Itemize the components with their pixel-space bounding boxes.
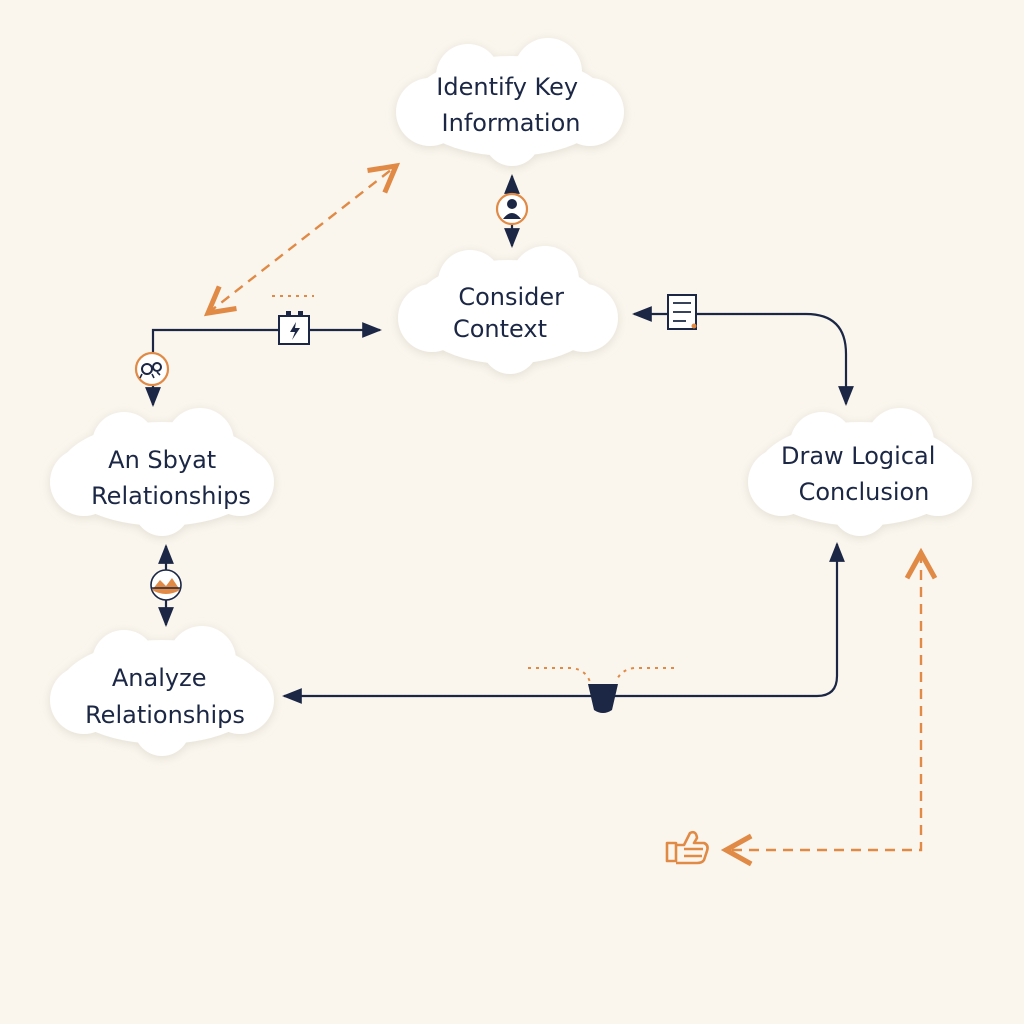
funnel-icon [588, 684, 618, 713]
document-icon [667, 294, 697, 330]
dotted-accent-funnel-right [615, 667, 674, 683]
thumbs-up-icon [665, 830, 709, 865]
node-label: Analyze [112, 664, 207, 692]
person-icon [495, 192, 529, 226]
node-draw-logical-conclusion: Draw Logical Conclusion [748, 408, 972, 536]
connector-consider-conclusion [632, 306, 854, 406]
gears-icon [134, 351, 170, 387]
node-label: Identify Key [436, 73, 578, 101]
node-label: Context [453, 315, 547, 343]
node-analyze-relationships: Analyze Relationships [50, 626, 274, 756]
svg-text:Draw Logical Conclusion: Draw Logical Conclusion [781, 442, 943, 506]
node-label: An Sbyat [108, 446, 216, 474]
node-label: Conclusion [799, 478, 930, 506]
connector-conclusion-analyze [282, 542, 845, 704]
node-identify-key-information: Identify Key Information [396, 38, 624, 166]
connector-sbyat-consider [145, 322, 382, 407]
svg-text:An Sbyat Relationships: An Sbyat Relationships [91, 446, 251, 510]
battery-bolt-icon [278, 311, 310, 345]
node-label: Consider [458, 283, 564, 311]
node-an-sbyat-relationships: An Sbyat Relationships [50, 408, 274, 536]
node-consider-context: Consider Context [398, 246, 618, 374]
node-label: Information [442, 109, 581, 137]
connector-dashed-diagonal [203, 162, 401, 317]
landscape-icon [150, 569, 182, 601]
svg-text:Consider Context: Consider Context [453, 283, 572, 343]
node-label: Relationships [91, 482, 251, 510]
node-label: Relationships [85, 701, 245, 729]
node-label: Draw Logical [781, 442, 935, 470]
connector-dashed-feedback [720, 547, 938, 867]
svg-text:Identify Key Information: Identify Key Information [436, 73, 585, 137]
svg-text:Analyze Relationships: Analyze Relationships [85, 664, 245, 729]
dotted-accent-funnel-left [528, 667, 591, 683]
